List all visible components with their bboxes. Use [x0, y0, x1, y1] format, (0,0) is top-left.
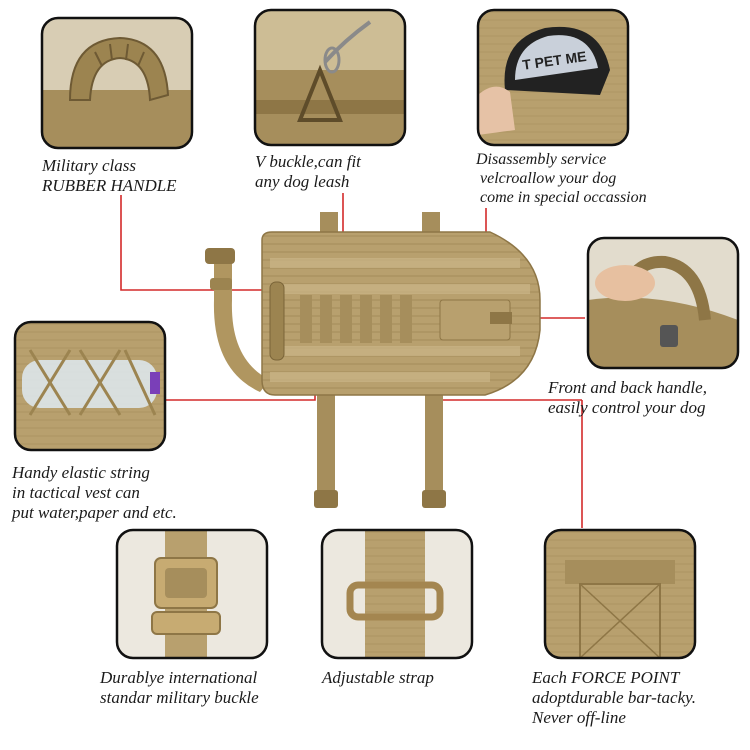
caption-military-buckle: Durablye international standar military …	[100, 668, 259, 708]
caption-line: velcroallow your dog	[480, 170, 617, 187]
caption-line: put water,paper and etc.	[12, 503, 177, 522]
caption-line: Adjustable strap	[322, 668, 434, 687]
photo-bar-tack	[545, 530, 695, 658]
photo-adjustable-strap	[322, 530, 472, 658]
photo-front-back-handle	[588, 238, 738, 368]
caption-line: Never off-line	[532, 708, 626, 727]
caption-velcro-patch: Disassembly service velcroallow your dog…	[476, 150, 647, 207]
leader-handle	[120, 195, 276, 291]
caption-line: V buckle,can fit	[255, 152, 361, 171]
caption-line: Durablye international	[100, 668, 258, 687]
caption-rubber-handle: Military class RUBBER HANDLE	[42, 156, 177, 196]
caption-line: RUBBER HANDLE	[42, 176, 177, 195]
caption-line: in tactical vest can	[12, 483, 140, 502]
photo-rubber-handle	[42, 18, 192, 148]
caption-line: easily control your dog	[548, 398, 706, 417]
dog-vest	[205, 212, 541, 508]
caption-line: Military class	[42, 156, 136, 175]
caption-line: Handy elastic string	[12, 463, 150, 482]
caption-line: Disassembly service	[476, 151, 607, 168]
caption-bar-tack: Each FORCE POINT adoptdurable bar-tacky.…	[532, 668, 696, 728]
caption-line: standar military buckle	[100, 688, 259, 707]
photo-elastic-string	[15, 322, 165, 450]
photo-v-buckle	[255, 10, 405, 145]
photo-military-buckle	[117, 530, 267, 658]
photo-velcro-patch: T PET ME	[478, 10, 628, 145]
caption-line: Each FORCE POINT	[532, 668, 680, 687]
caption-front-back-handle: Front and back handle, easily control yo…	[548, 378, 707, 418]
caption-adjustable-strap: Adjustable strap	[322, 668, 434, 688]
caption-elastic-string: Handy elastic string in tactical vest ca…	[12, 463, 177, 523]
caption-line: any dog leash	[255, 172, 350, 191]
caption-line: adoptdurable bar-tacky.	[532, 688, 696, 707]
caption-v-buckle: V buckle,can fit any dog leash	[255, 152, 361, 192]
caption-line: come in special occassion	[480, 189, 647, 206]
caption-line: Front and back handle,	[548, 378, 707, 397]
